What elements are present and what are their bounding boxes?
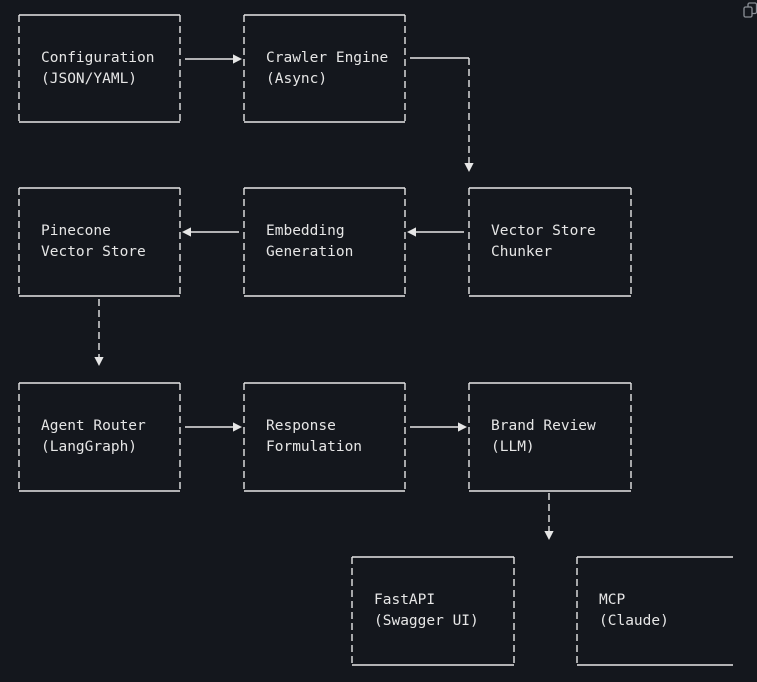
node-label-line: (Claude): [599, 613, 669, 629]
arrowhead: [182, 227, 191, 237]
node-label-line: (LLM): [491, 439, 535, 455]
arrowhead: [233, 422, 242, 432]
edge-router-response: [185, 422, 242, 432]
node-label-line: Generation: [266, 244, 353, 260]
node-mcp: MCP (Claude): [576, 556, 733, 666]
node-router: Agent Router (LangGraph): [18, 382, 181, 492]
node-label-line: Embedding: [266, 223, 345, 239]
arrowhead: [233, 54, 242, 64]
node-label-line: Configuration: [41, 50, 155, 66]
arrowhead: [458, 422, 467, 432]
node-label-line: Crawler Engine: [266, 50, 388, 66]
node-label-line: (LangGraph): [41, 439, 137, 455]
node-crawler: Crawler Engine (Async): [243, 14, 406, 123]
node-label-line: FastAPI: [374, 592, 435, 608]
copy-icon[interactable]: [743, 2, 757, 20]
node-label-line: Formulation: [266, 439, 362, 455]
node-label-line: (JSON/YAML): [41, 71, 137, 87]
arrowhead: [94, 357, 104, 366]
arrowhead: [544, 531, 554, 540]
node-review: Brand Review (LLM): [468, 382, 632, 492]
node-label-line: Vector Store: [491, 223, 596, 239]
edge-pinecone-router: [94, 299, 104, 366]
node-label-line: Response: [266, 418, 336, 434]
node-label-line: Agent Router: [41, 418, 146, 434]
node-label-line: Chunker: [491, 244, 552, 260]
node-fastapi: FastAPI (Swagger UI): [351, 556, 515, 666]
edge-crawler-chunker: [410, 57, 474, 172]
edge-chunker-embedding: [407, 227, 464, 237]
edge-embedding-pinecone: [182, 227, 239, 237]
arrowhead: [407, 227, 416, 237]
edge-review-outputs: [544, 493, 554, 540]
edge-config-crawler: [185, 54, 242, 64]
node-config: Configuration (JSON/YAML): [18, 14, 181, 123]
arrowhead: [464, 163, 474, 172]
node-label-line: (Swagger UI): [374, 613, 479, 629]
node-label-line: Vector Store: [41, 244, 146, 260]
node-label-line: Pinecone: [41, 223, 111, 239]
node-label-line: MCP: [599, 592, 625, 608]
node-label-line: (Async): [266, 71, 327, 87]
edge-response-review: [410, 422, 467, 432]
node-label-line: Brand Review: [491, 418, 596, 434]
